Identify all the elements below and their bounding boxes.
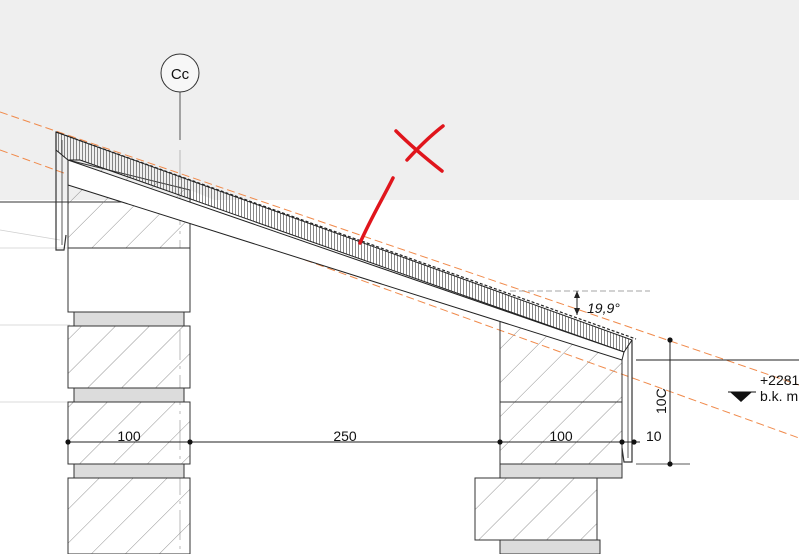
left-wall-block-2 xyxy=(67,325,191,389)
level-note: b.k. m xyxy=(760,388,798,404)
left-wall-joint-1 xyxy=(73,311,185,327)
left-wall-block-1 xyxy=(67,247,191,313)
reference-line-upper xyxy=(0,111,799,386)
dimension-edge: 10 xyxy=(646,428,662,444)
level-value: +2281 xyxy=(760,372,799,388)
dimension-height: 10C xyxy=(653,388,669,414)
reference-line-lower xyxy=(0,149,799,439)
vertical-dimension-tick-bottom xyxy=(667,461,673,467)
right-wall-block-1 xyxy=(499,401,623,465)
roof-insulation xyxy=(55,131,633,353)
left-wall-block-3 xyxy=(67,401,191,465)
right-wall-joint-1 xyxy=(499,463,623,479)
dimension-right-wall: 100 xyxy=(549,428,573,444)
section-bubble xyxy=(160,53,200,93)
dimension-span: 250 xyxy=(333,428,357,444)
dimension-ticks xyxy=(65,439,637,445)
angle-label: 19,9° xyxy=(587,300,620,316)
left-wall-block-4 xyxy=(67,477,191,554)
room-void xyxy=(190,190,500,554)
right-wall-block-2 xyxy=(474,477,598,541)
right-fascia xyxy=(621,340,633,463)
dimension-left-wall: 100 xyxy=(117,428,141,444)
light-guides xyxy=(0,229,70,403)
angle-arrow-bottom xyxy=(574,308,580,315)
markup-cross-icon xyxy=(358,124,445,245)
vertical-dimension-tick-top xyxy=(667,337,673,343)
left-fascia xyxy=(55,132,67,251)
roof-membrane xyxy=(55,131,637,340)
left-wall-joint-3 xyxy=(73,463,185,479)
section-bubble-label: Cc xyxy=(171,66,190,83)
roof-deck xyxy=(67,159,625,361)
left-wall-joint-2 xyxy=(73,387,185,403)
angle-arrow-top xyxy=(574,291,580,298)
right-wall-joint-2 xyxy=(499,539,601,554)
level-triangle-icon xyxy=(730,392,752,402)
